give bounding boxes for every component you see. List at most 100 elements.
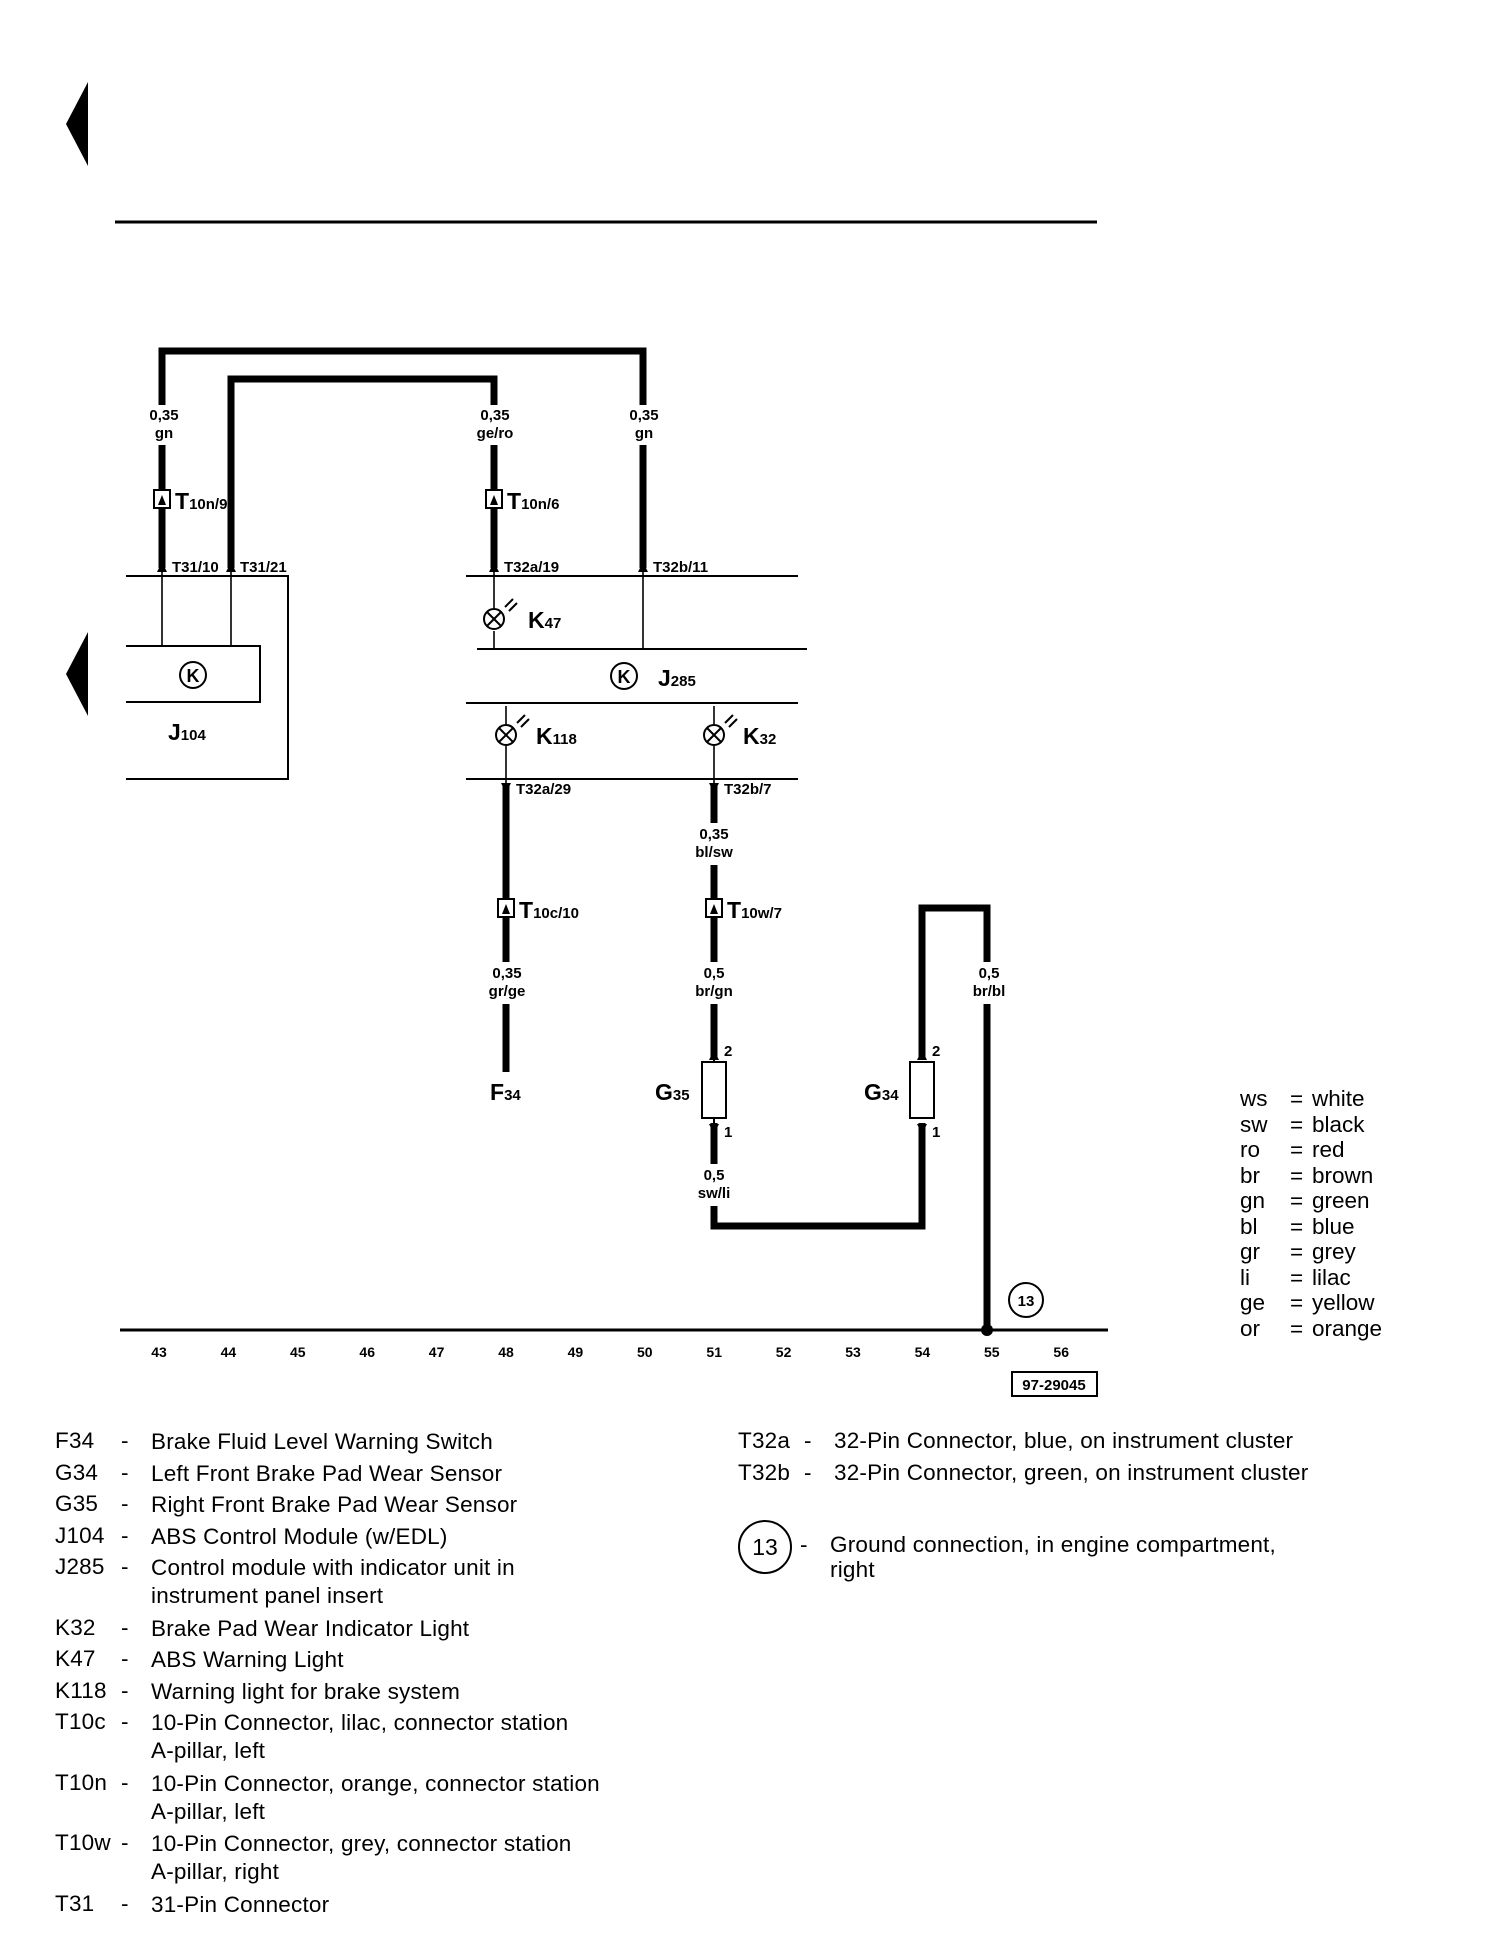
wire-w2 (227, 375, 498, 568)
legend-entry: T32a-32-Pin Connector, blue, on instrume… (738, 1428, 1294, 1453)
pin-arrows (157, 562, 719, 793)
legend-code: T31 (55, 1890, 95, 1916)
legend-entry: K32-Brake Pad Wear Indicator Light (55, 1614, 470, 1641)
sensor-g34-icon (909, 1050, 935, 1134)
sensor-g35-icon (701, 1050, 727, 1134)
track-number: 45 (290, 1344, 306, 1360)
wire-w8-size: 0,5 (704, 1167, 725, 1184)
svg-text:K: K (618, 667, 631, 687)
color-abbr: br (1240, 1162, 1261, 1188)
wire-w1-w3 (158, 347, 647, 568)
lamp-k47-icon (483, 598, 518, 630)
track-number: 51 (706, 1344, 722, 1360)
g35-pin-1: 1 (724, 1124, 732, 1141)
legend-desc: 31-Pin Connector (151, 1891, 330, 1917)
equals-sign: = (1290, 1162, 1304, 1188)
legend-desc: 10-Pin Connector, lilac, connector stati… (151, 1710, 569, 1763)
legend-desc: Control module with indicator unit in in… (151, 1555, 515, 1608)
legend-entry: G34-Left Front Brake Pad Wear Sensor (55, 1459, 503, 1486)
color-name: white (1312, 1086, 1365, 1111)
legend-entry: K47-ABS Warning Light (55, 1646, 344, 1672)
ground-marker: 13 (1008, 1282, 1044, 1318)
f34-label: F34 (490, 1079, 521, 1105)
equals-sign: = (1290, 1315, 1304, 1341)
pin-t31-21: T31/21 (240, 559, 287, 576)
equals-sign: = (1290, 1188, 1304, 1213)
connector-t10w7: T10w/7 (727, 897, 782, 923)
legend-desc: 32-Pin Connector, green, on instrument c… (834, 1459, 1309, 1485)
color-name: yellow (1312, 1290, 1375, 1315)
previous-page-arrow-icon[interactable] (66, 82, 88, 166)
track-number: 46 (359, 1344, 375, 1360)
legend-entry: T10c-10-Pin Connector, lilac, connector … (55, 1709, 569, 1763)
wire-w5-size: 0,35 (492, 965, 521, 982)
wire-w3-size: 0,35 (629, 407, 658, 424)
legend-desc: Brake Pad Wear Indicator Light (151, 1615, 470, 1641)
equals-sign: = (1290, 1290, 1304, 1315)
track-number: 48 (498, 1344, 514, 1360)
wire-w8 (710, 1123, 926, 1230)
equals-sign: = (1290, 1213, 1304, 1239)
svg-text:K: K (187, 666, 200, 686)
ground-junction (981, 1324, 993, 1336)
legend-entry: T31-31-Pin Connector (55, 1890, 330, 1917)
legend-code: K47 (55, 1646, 96, 1671)
equals-sign: = (1290, 1111, 1304, 1137)
legend-code: T10w (55, 1830, 111, 1855)
legend-desc: Left Front Brake Pad Wear Sensor (151, 1460, 503, 1486)
wire-w1-size: 0,35 (149, 407, 178, 424)
track-number: 56 (1053, 1344, 1069, 1360)
g34-pin-1: 1 (932, 1124, 940, 1141)
wire-w7 (918, 904, 991, 1330)
wire-w2-size: 0,35 (480, 407, 509, 424)
wire-w3-color: gn (635, 425, 653, 442)
color-name: lilac (1312, 1264, 1351, 1290)
j285-module (466, 575, 807, 780)
pin-t32b-7: T32b/7 (724, 781, 772, 798)
track-number: 43 (151, 1344, 167, 1360)
lamp-k32-icon (703, 714, 738, 746)
legend-code: T10c (55, 1709, 106, 1734)
color-name: blue (1312, 1213, 1355, 1239)
color-abbr: or (1240, 1315, 1261, 1341)
connector-t10n6: T10n/6 (507, 488, 559, 514)
legend-entry: T32b-32-Pin Connector, green, on instrum… (738, 1459, 1309, 1485)
legend-code: K118 (55, 1677, 107, 1703)
legend-desc: Warning light for brake system (151, 1678, 461, 1704)
wire-w1-color: gn (155, 425, 173, 442)
color-name: brown (1312, 1162, 1374, 1188)
wire-w6-size: 0,5 (704, 965, 725, 982)
figure-id: 97-29045 (1011, 1371, 1098, 1397)
j104-k-symbol: K (179, 661, 207, 689)
legend-code: J104 (55, 1522, 105, 1548)
k118-label: K118 (536, 723, 577, 749)
connector-arrows (158, 495, 718, 914)
color-abbr: ws (1240, 1086, 1268, 1111)
track-number: 55 (984, 1344, 1000, 1360)
legend-desc: Right Front Brake Pad Wear Sensor (151, 1492, 518, 1517)
ground-legend-entry: - Ground connection, in engine compartme… (800, 1532, 1276, 1582)
color-abbr: gn (1240, 1188, 1266, 1213)
svg-text:13: 13 (1018, 1293, 1035, 1310)
internal-leads (161, 568, 715, 785)
legend-code: T32b (738, 1459, 791, 1485)
legend-desc: 10-Pin Connector, orange, connector stat… (151, 1770, 600, 1824)
legend-code: G34 (55, 1459, 99, 1485)
track-number: 44 (221, 1344, 237, 1360)
wire-w4-size: 0,35 (699, 826, 728, 843)
equals-sign: = (1290, 1137, 1304, 1162)
pin-t31-10: T31/10 (172, 559, 219, 576)
continued-from-arrow-icon[interactable] (66, 632, 88, 716)
legend-code: K32 (55, 1614, 96, 1640)
legend-desc: Brake Fluid Level Warning Switch (151, 1429, 493, 1454)
k32-label: K32 (743, 723, 776, 749)
color-abbr: ge (1240, 1290, 1266, 1315)
j104-label: J104 (168, 719, 206, 745)
wire-w7-color: br/bl (973, 983, 1006, 1000)
wire-w2-color: ge/ro (477, 425, 514, 442)
j285-k-symbol: K (610, 662, 638, 690)
j285-label: J285 (658, 665, 696, 691)
legend-desc: ABS Control Module (w/EDL) (151, 1523, 448, 1549)
